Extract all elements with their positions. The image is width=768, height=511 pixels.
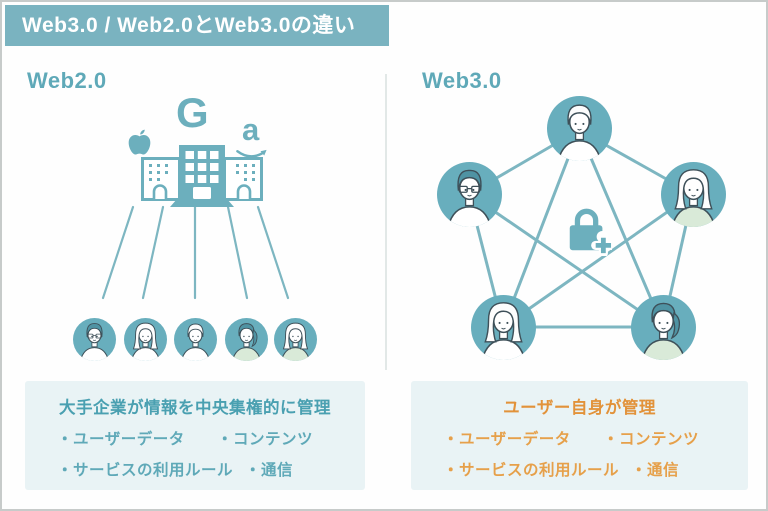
user-avatar <box>547 96 612 161</box>
web2-heading: Web2.0 <box>27 68 107 93</box>
apple-logo <box>128 129 151 155</box>
user-avatar <box>73 318 116 361</box>
web3-box-title: ユーザー自身が管理 <box>503 399 656 417</box>
title-banner: Web3.0 / Web2.0とWeb3.0の違い <box>5 5 389 46</box>
company-building-icon <box>141 145 263 207</box>
amazon-smile-arrow-icon <box>236 149 267 158</box>
web2-summary-box: 大手企業が情報を中央集権的に管理 ・ユーザーデータ ・コンテンツ ・サービスの利用… <box>25 381 365 490</box>
bullet-item: ・コンテンツ <box>603 431 700 448</box>
web3-summary-box: ユーザー自身が管理 ・ユーザーデータ ・コンテンツ ・サービスの利用ルール・通信 <box>411 381 748 490</box>
user-avatar <box>631 295 696 360</box>
bullet-item: ・サービスの利用ルール <box>443 462 620 479</box>
user-avatar <box>274 318 317 361</box>
bullet-item: ・ユーザーデータ <box>443 431 571 448</box>
user-avatar <box>124 318 167 361</box>
bullet-item: ・通信 <box>245 462 294 479</box>
google-g-logo: G <box>176 89 209 136</box>
bullet-item: ・ユーザーデータ <box>57 431 185 448</box>
web2-bullet-row-1: ・ユーザーデータ ・コンテンツ <box>25 427 365 449</box>
page-title: Web3.0 / Web2.0とWeb3.0の違い <box>22 14 356 37</box>
amazon-a-logo: a <box>242 112 260 147</box>
web2-bullet-row-2: ・サービスの利用ルール・通信 <box>25 458 365 480</box>
user-avatar <box>661 162 726 227</box>
web3-bullet-row-1: ・ユーザーデータ ・コンテンツ <box>411 427 748 449</box>
user-avatar <box>174 318 217 361</box>
web2-box-title: 大手企業が情報を中央集権的に管理 <box>59 399 331 417</box>
bullet-item: ・通信 <box>631 462 680 479</box>
lock-plus-icon <box>569 208 612 256</box>
web3-bullet-row-2: ・サービスの利用ルール・通信 <box>411 458 748 480</box>
user-avatar <box>437 162 502 227</box>
web3-heading: Web3.0 <box>422 68 502 93</box>
bullet-item: ・サービスの利用ルール <box>57 462 234 479</box>
user-avatar <box>471 295 536 360</box>
bullet-item: ・コンテンツ <box>217 431 314 448</box>
panel-divider <box>385 74 387 370</box>
user-avatar <box>225 318 268 361</box>
